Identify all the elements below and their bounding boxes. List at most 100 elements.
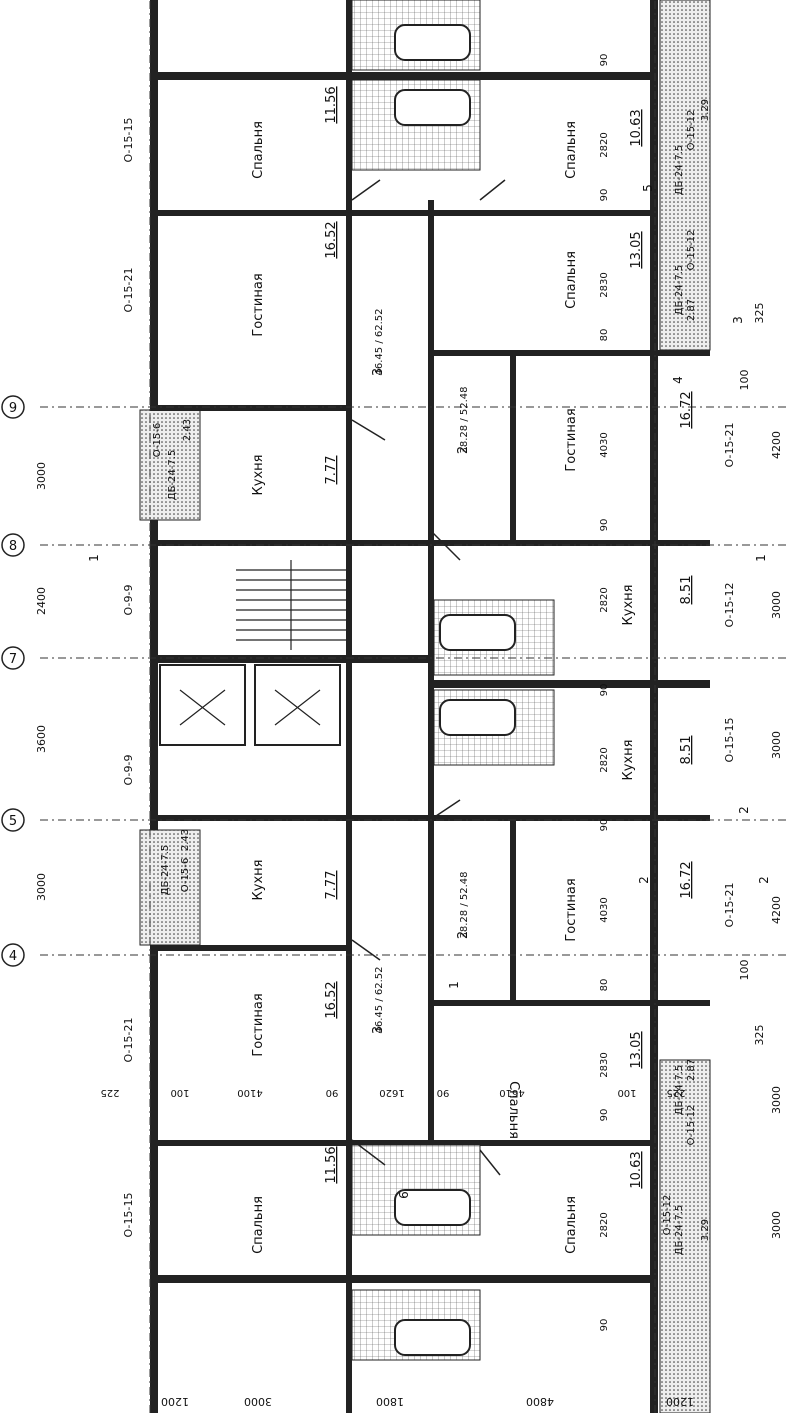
apt-areas: 46.45 / 62.52 [374, 309, 385, 376]
balcony-tag: O-15-12 [686, 1105, 697, 1146]
inner-dim: 90 [599, 819, 610, 832]
cross-wall [430, 350, 710, 356]
room-name: Спальня [251, 1196, 266, 1254]
axis-marker-4: 4 [1, 943, 25, 967]
room-name: Гостиная [251, 273, 266, 336]
room-area: 11.56 [324, 86, 339, 123]
elevator-shaft [254, 664, 341, 746]
apt-areas: 38.28 / 52.48 [459, 872, 470, 939]
balcony-tag: ДБ-24-7.5 [674, 1205, 685, 1256]
balcony-tag: O-15-12 [662, 1195, 673, 1236]
inner-dim: 90 [599, 684, 610, 697]
cross-wall [150, 210, 650, 216]
balcony-tag: O-15-12 [686, 230, 697, 271]
inner-dim: 90 [437, 1087, 450, 1098]
inner-dim: 80 [599, 979, 610, 992]
window-tag: O-15-21 [122, 1018, 135, 1063]
axis-span: 2400 [35, 587, 48, 615]
room-area: 13.05 [629, 1031, 644, 1068]
inner-dim: 90 [599, 1319, 610, 1332]
room-area: 10.63 [629, 1151, 644, 1188]
axis-label: 7 [9, 652, 17, 667]
balcony-tag: O-15-6 [180, 858, 191, 892]
callout: 1 [447, 981, 461, 989]
balcony-tag: ДБ-24-7.5 [674, 1065, 685, 1116]
room-area: 10.63 [629, 109, 644, 146]
inner-dim: 2830 [599, 1052, 610, 1077]
corridor-wall-left [346, 0, 352, 1413]
inner-dim: 80 [599, 329, 610, 342]
door-swing [351, 179, 506, 1176]
inner-dim: 2820 [599, 747, 610, 772]
bathtub [394, 24, 471, 61]
inner-dim: 4610 [499, 1087, 524, 1098]
cross-wall [510, 350, 516, 540]
window-tag: O-9-9 [122, 585, 135, 616]
inner-dim: 90 [599, 54, 610, 67]
axis-span: 3600 [35, 725, 48, 753]
room-name: Кухня [621, 585, 636, 626]
inner-dim: 90 [599, 189, 610, 202]
room-name: Гостиная [251, 993, 266, 1056]
inner-dim: 100 [170, 1087, 189, 1098]
balcony-right-top [659, 0, 711, 351]
bathtub [394, 89, 471, 126]
dim-right: 3000 [770, 1211, 783, 1239]
cross-wall [150, 72, 650, 80]
cross-wall [150, 945, 350, 951]
apt-rooms: 2 [456, 931, 471, 939]
window-tag: O-15-21 [723, 883, 736, 928]
depth-dim: 4800 [526, 1395, 554, 1408]
balcony-tag: 2.43 [182, 419, 193, 441]
depth-dim: 3000 [244, 1395, 272, 1408]
exterior-wall-left [150, 0, 158, 1413]
section-mark: 1 [87, 554, 101, 562]
dim-right-small: 325 [753, 303, 766, 324]
callout: 5 [641, 184, 655, 192]
section-mark: 2 [637, 876, 651, 884]
exterior-wall-right [650, 0, 658, 1413]
window-tag: O-15-15 [122, 118, 135, 163]
room-area: 7.77 [324, 456, 339, 485]
inner-dim: 4030 [599, 432, 610, 457]
balcony-tag: ДБ-24-7.5 [160, 845, 171, 896]
room-name: Спальня [564, 1196, 579, 1254]
inner-dim: 90 [599, 519, 610, 532]
dim-right: 4200 [770, 896, 783, 924]
balcony-tag: ДБ-24-7.5 [674, 265, 685, 316]
inner-dim: 4100 [237, 1087, 262, 1098]
room-name: Кухня [251, 455, 266, 496]
balcony-tag: ДБ-24-7.5 [167, 450, 178, 501]
apt-areas: 38.28 / 52.48 [459, 387, 470, 454]
room-area: 7.77 [324, 871, 339, 900]
room-name: Гостиная [564, 408, 579, 471]
callout: 6 [397, 1191, 411, 1199]
axis-marker-7: 7 [1, 646, 25, 670]
inner-dim: 225 [100, 1087, 119, 1098]
room-area: 8.51 [679, 576, 694, 605]
balcony-tag: O-15-12 [686, 110, 697, 151]
window-tag: O-15-15 [122, 1193, 135, 1238]
room-name: Гостиная [564, 878, 579, 941]
cross-wall [430, 1000, 710, 1006]
dim-right-small: 100 [738, 960, 751, 981]
room-name: Кухня [621, 740, 636, 781]
cross-wall [150, 815, 710, 821]
callout: 2 [737, 806, 751, 814]
dim-right: 3000 [770, 731, 783, 759]
bathtub [439, 614, 516, 651]
room-name: Спальня [564, 251, 579, 309]
elevator-shaft [159, 664, 246, 746]
inner-dim: 2820 [599, 132, 610, 157]
depth-dim: 1200 [161, 1395, 189, 1408]
cross-wall [430, 680, 710, 688]
dim-right-small: 100 [738, 370, 751, 391]
balcony-tag: 2.87 [686, 1059, 697, 1081]
axis-marker-8: 8 [1, 533, 25, 557]
dim-right: 3000 [770, 591, 783, 619]
room-name: Кухня [251, 860, 266, 901]
apt-rooms: 3 [371, 1026, 386, 1034]
bathtub [439, 699, 516, 736]
window-tag: O-15-15 [723, 718, 736, 763]
depth-dim: 1800 [376, 1395, 404, 1408]
